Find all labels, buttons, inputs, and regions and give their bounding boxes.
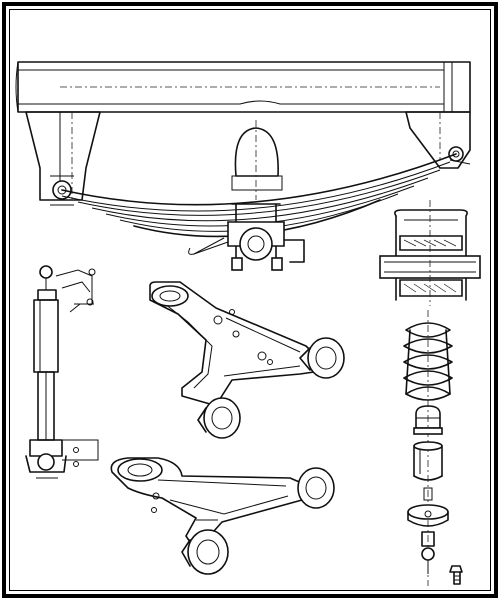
leaf-spring-assembly: [15, 61, 471, 271]
lower-arm-rear-bushing: [297, 467, 335, 509]
upper-control-arm: [149, 281, 345, 439]
upper-arm-rear-bushing: [299, 337, 345, 379]
rear-shackle-bracket: [405, 111, 471, 169]
spring-pad: [379, 200, 481, 306]
shock-lower-mount: [25, 439, 99, 479]
axle-bump-stop: [226, 111, 286, 200]
mount-bolt: [449, 565, 463, 585]
shock-absorber: [25, 265, 99, 479]
ball-joint: [407, 487, 449, 574]
spring-cup: [413, 441, 443, 481]
bump-stop: [413, 405, 443, 435]
lower-control-arm: [110, 457, 335, 575]
frame-inner-border: [9, 9, 491, 591]
front-hanger-bracket: [25, 111, 101, 206]
lower-arm-front-bushing: [181, 529, 229, 575]
upper-arm-front-bushing: [197, 397, 241, 439]
u-bolt-clamp: [227, 203, 305, 271]
rebound-clip: [188, 237, 229, 255]
chassis-rail: [15, 61, 471, 113]
